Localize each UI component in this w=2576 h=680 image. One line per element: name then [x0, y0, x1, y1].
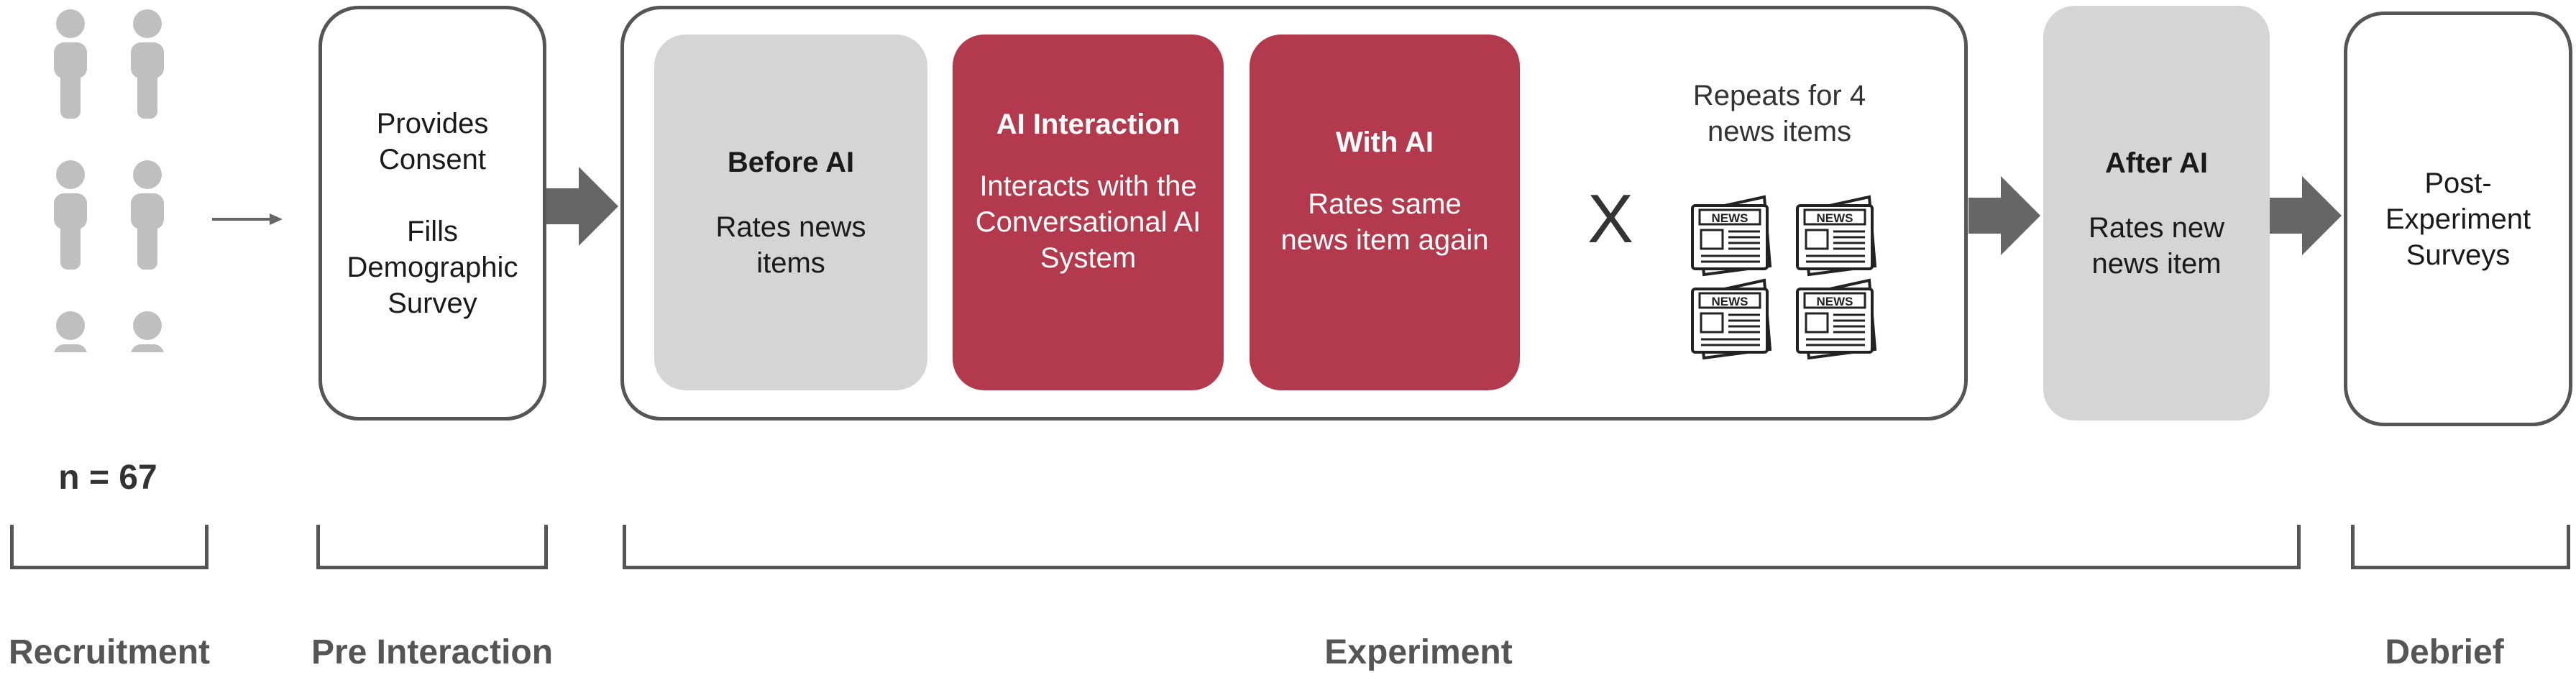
- after-ai-card: After AI Rates new news item: [2043, 6, 2270, 421]
- person-silhouette-icon: [131, 9, 164, 119]
- thick-arrow-icon: [2270, 176, 2342, 255]
- debrief-text: Post-Experiment Surveys: [2385, 167, 2531, 271]
- with-ai-title: With AI: [1336, 126, 1434, 158]
- with-ai-card: With AI Rates same news item again: [1250, 35, 1520, 390]
- bracket-pre-interaction: [316, 525, 548, 569]
- bracket-debrief: [2351, 525, 2570, 569]
- before-ai-card: Before AI Rates news items: [654, 35, 927, 390]
- person-silhouette-icon: [131, 311, 164, 352]
- repeats-text: Repeats for 4 news items: [1692, 80, 1866, 147]
- person-silhouette-icon: [54, 9, 87, 119]
- after-ai-title: After AI: [2105, 147, 2208, 179]
- person-silhouette-icon: [131, 160, 164, 270]
- bracket-recruitment: [10, 525, 208, 569]
- people-svg: [54, 9, 164, 352]
- debrief-box: Post-Experiment Surveys: [2344, 12, 2572, 426]
- thin-arrow-icon: [212, 208, 284, 230]
- newspaper-grid: NEWS: [1690, 193, 1884, 362]
- phase-label-debrief: Debrief: [2385, 633, 2504, 671]
- after-ai-text: Rates new news item: [2089, 211, 2224, 280]
- bracket-experiment: [623, 525, 2301, 569]
- thick-arrow-icon: [1968, 176, 2040, 255]
- thick-arrow-icon: [546, 167, 618, 246]
- consent-text: Provides Consent: [376, 107, 489, 175]
- sample-size-label: n = 67: [58, 459, 157, 497]
- ai-interaction-title: AI Interaction: [996, 108, 1181, 140]
- person-silhouette-icon: [54, 311, 87, 352]
- survey-text: Fills Demographic Survey: [347, 215, 518, 319]
- people-grid: [43, 7, 180, 352]
- with-ai-text: Rates same news item again: [1280, 188, 1489, 256]
- newspaper-icon: [1796, 279, 1876, 359]
- multiply-sign: X: [1587, 180, 1634, 257]
- phase-label-recruitment: Recruitment: [8, 633, 211, 671]
- ai-interaction-text: Interacts with the Conversational AI Sys…: [975, 170, 1201, 274]
- newspaper-icon: [1691, 279, 1771, 359]
- pre-interaction-box: Provides Consent Fills Demographic Surve…: [318, 6, 546, 421]
- phase-label-pre-interaction: Pre Interaction: [311, 633, 554, 671]
- newspaper-icon: [1796, 196, 1876, 276]
- person-silhouette-icon: [54, 160, 87, 270]
- phase-label-experiment: Experiment: [1324, 633, 1513, 671]
- newspaper-icon: [1691, 196, 1771, 276]
- before-ai-title: Before AI: [727, 146, 855, 178]
- ai-interaction-card: AI Interaction Interacts with the Conver…: [953, 35, 1224, 390]
- before-ai-text: Rates news items: [715, 211, 866, 279]
